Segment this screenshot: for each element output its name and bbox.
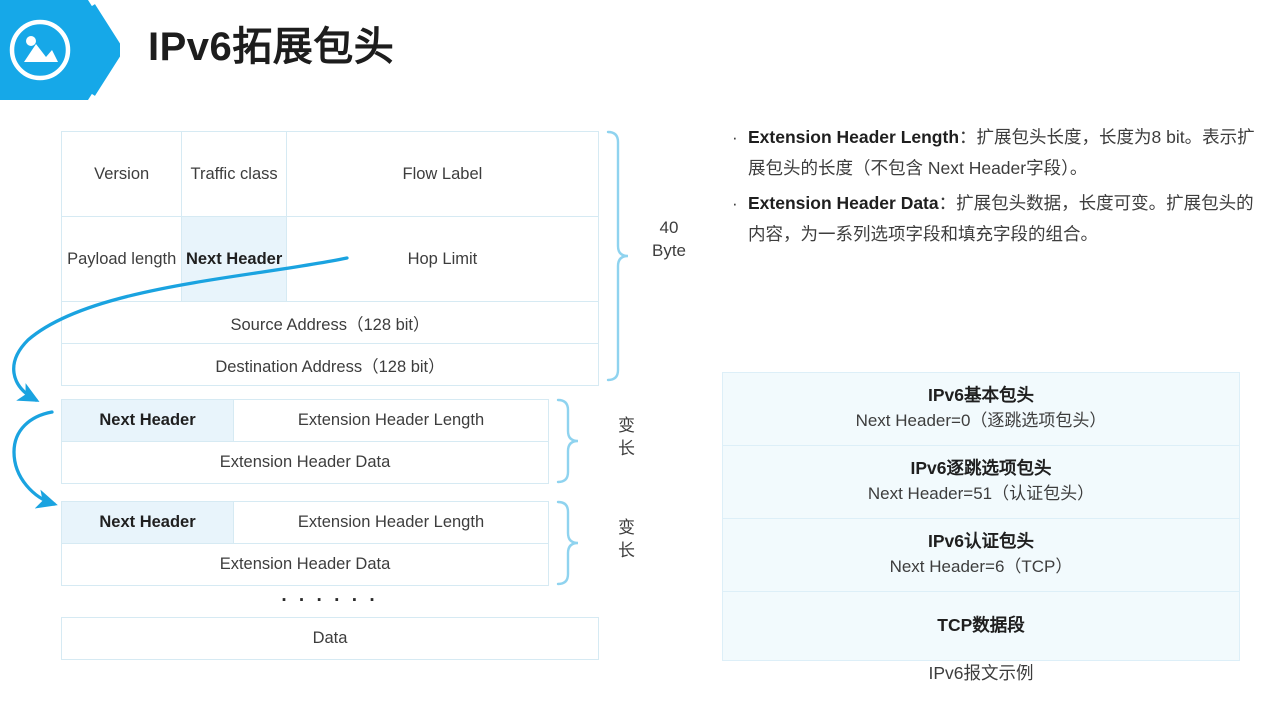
cell-ext2-next-header: Next Header (60, 501, 235, 544)
table-row: Next Header Extension Header Length (60, 501, 549, 544)
example-row-subtitle: Next Header=6（TCP） (889, 557, 1073, 576)
table-row: Extension Header Data (61, 441, 549, 484)
cell-ext2-length: Extension Header Length (233, 501, 549, 544)
example-row-title: IPv6认证包头 (928, 531, 1034, 551)
extension-header-1-brace (556, 398, 579, 484)
size-line-2: Byte (651, 241, 687, 260)
basic-header-brace (606, 130, 629, 382)
extension-header-2-size-label: 变长 (584, 518, 664, 572)
extension-header-1-size-label: 变长 (584, 416, 664, 470)
table-row: IPv6认证包头 Next Header=6（TCP） (722, 519, 1240, 592)
cell-version: Version (60, 131, 183, 217)
page-title: IPv6拓展包头 (148, 25, 395, 69)
size-line-1: 40 (659, 218, 679, 237)
cell-destination-address: Destination Address（128 bit） (61, 343, 599, 386)
table-row: IPv6基本包头 Next Header=0（逐跳选项包头） (722, 372, 1240, 446)
table-row: Next Header Extension Header Length (60, 399, 549, 442)
bullet-separator: ： (938, 193, 957, 213)
list-item: · Extension Header Length：扩展包头长度，长度为8 bi… (728, 122, 1260, 184)
example-row-title: IPv6逐跳选项包头 (910, 458, 1052, 478)
cell-source-address: Source Address（128 bit） (61, 301, 599, 344)
cell-ext2-data: Extension Header Data (61, 543, 549, 586)
bullet-text: 扩展包头长度，长度为8 bit。表示扩展包头的长度（不包含 Next Heade… (748, 127, 1255, 178)
size-label-text: 变长 (615, 518, 634, 564)
ipv6-packet-example-table: IPv6基本包头 Next Header=0（逐跳选项包头） IPv6逐跳选项包… (722, 372, 1240, 661)
page-header: IPv6拓展包头 (0, 0, 1272, 100)
example-table-caption: IPv6报文示例 (928, 663, 1034, 683)
extension-header-2-table: Next Header Extension Header Length Exte… (60, 501, 549, 586)
ipv6-header-diagram: Version Traffic class Flow Label Payload… (0, 100, 700, 704)
bullet-marker: · (732, 128, 738, 147)
table-row: Extension Header Data (61, 543, 549, 586)
table-row: Payload length Next Header Hop Limit (60, 216, 600, 302)
cell-flow-label: Flow Label (285, 131, 600, 217)
image-photo-icon (0, 0, 125, 100)
brand-logo (0, 0, 125, 100)
cell-payload-length: Payload length (60, 216, 183, 302)
bullet-separator: ： (959, 127, 977, 147)
cell-ext1-next-header: Next Header (60, 399, 235, 442)
example-row-title: IPv6基本包头 (928, 385, 1034, 405)
example-row-subtitle: Next Header=51（认证包头） (867, 484, 1095, 503)
table-row: TCP数据段 (722, 592, 1240, 661)
description-bullet-list: · Extension Header Length：扩展包头长度，长度为8 bi… (728, 122, 1260, 254)
basic-header-size-label: 40 Byte (634, 216, 704, 262)
payload-data-table: Data (61, 617, 599, 660)
bullet-text: 扩展包头数据，长度可变。扩展包头的内容，为一系列选项字段和填充字段的组合。 (748, 193, 1254, 244)
table-row: Destination Address（128 bit） (61, 343, 599, 386)
table-row: Data (61, 617, 599, 660)
table-row: Source Address（128 bit） (61, 301, 599, 344)
list-item: · Extension Header Data：扩展包头数据，长度可变。扩展包头… (728, 188, 1260, 250)
cell-next-header: Next Header (181, 216, 287, 302)
example-row-title: TCP数据段 (937, 615, 1025, 635)
cell-traffic-class: Traffic class (181, 131, 287, 217)
ipv6-basic-header-table: Version Traffic class Flow Label Payload… (60, 131, 600, 386)
bullet-term: Extension Header Length (748, 127, 960, 147)
right-panel: · Extension Header Length：扩展包头长度，长度为8 bi… (700, 100, 1272, 704)
bullet-marker: · (732, 194, 738, 213)
extension-header-1-table: Next Header Extension Header Length Exte… (60, 399, 549, 484)
extension-header-2-brace (556, 500, 579, 586)
bullet-term: Extension Header Data (748, 193, 939, 213)
cell-ext1-length: Extension Header Length (233, 399, 549, 442)
cell-data: Data (61, 617, 599, 660)
ellipsis-dots: · · · · · · (281, 590, 379, 611)
table-row: IPv6逐跳选项包头 Next Header=51（认证包头） (722, 446, 1240, 519)
size-label-text: 变长 (615, 416, 634, 462)
cell-hop-limit: Hop Limit (285, 216, 600, 302)
table-row: Version Traffic class Flow Label (60, 131, 600, 217)
example-row-subtitle: Next Header=0（逐跳选项包头） (855, 411, 1107, 430)
cell-ext1-data: Extension Header Data (61, 441, 549, 484)
